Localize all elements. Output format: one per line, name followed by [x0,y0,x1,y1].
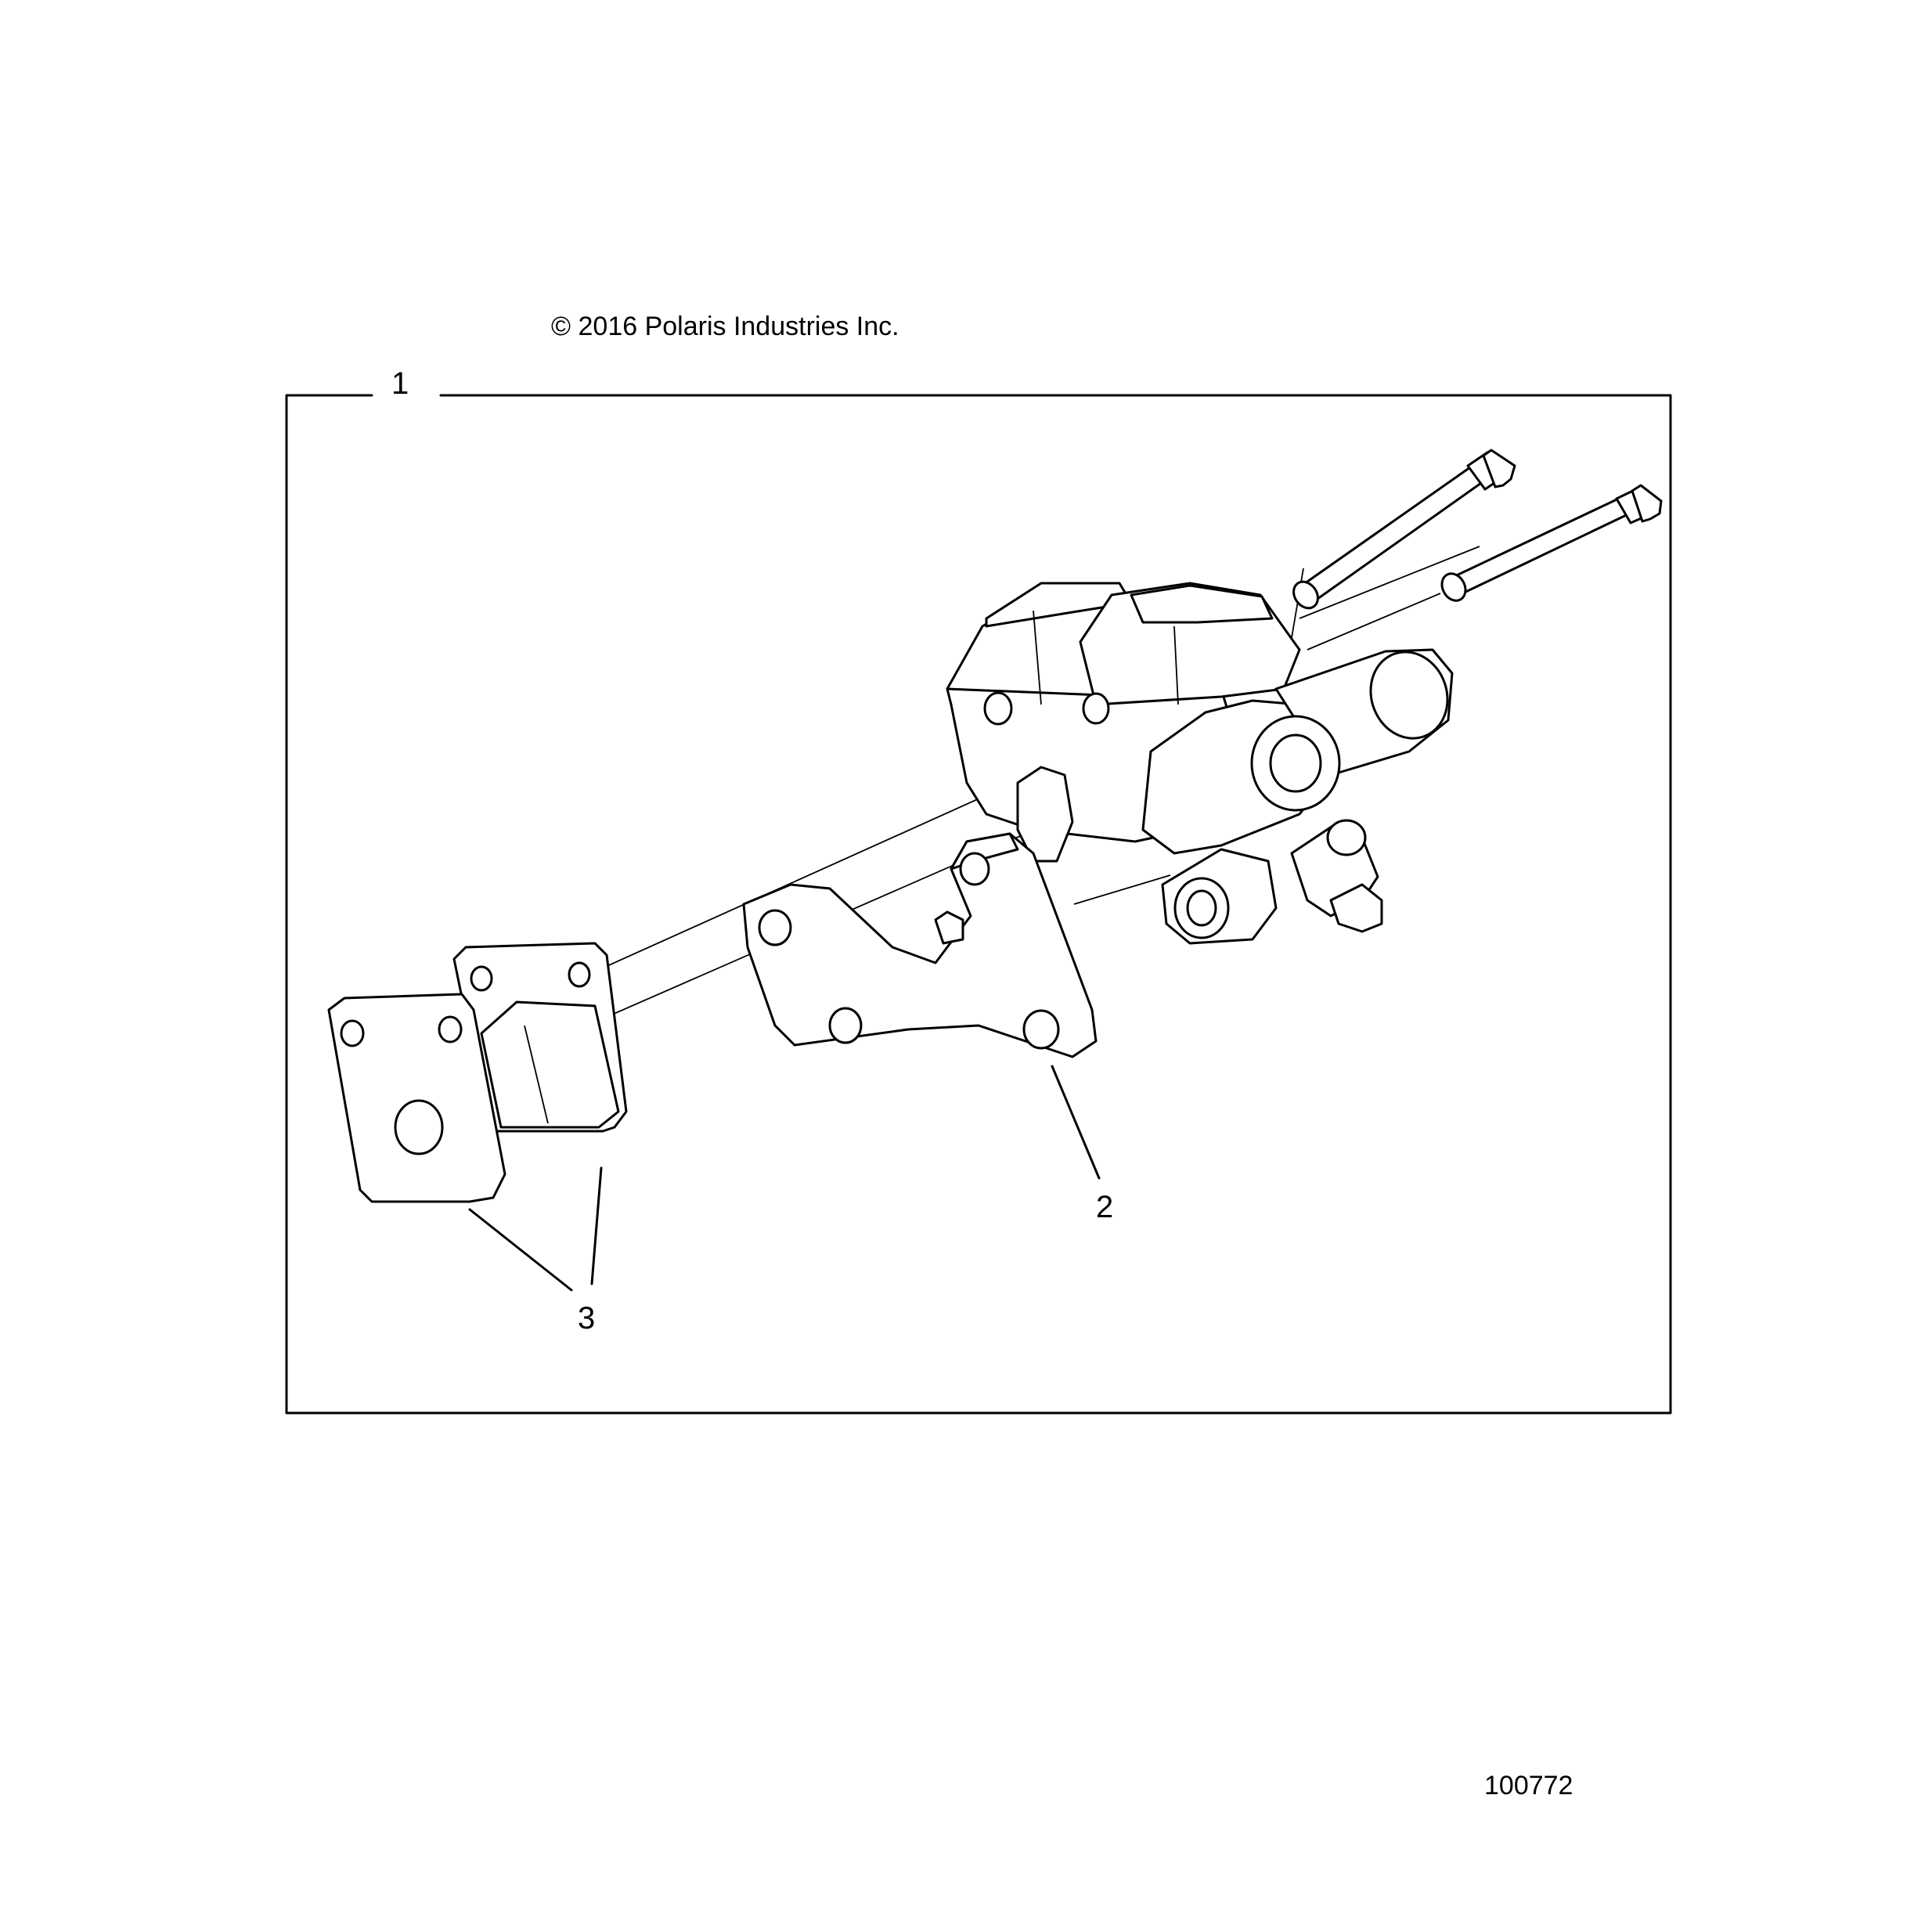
callout-assembly: 1 [391,366,409,401]
caliper-body [946,582,1454,945]
callout-bracket: 2 [1096,1190,1114,1224]
brake-pad-inner [452,942,628,1133]
callout-brake-pads: 3 [578,1301,596,1335]
brake-pad-outer [327,993,506,1203]
leader-line-pad-outer [468,1208,573,1292]
leader-line-pad-inner [590,1166,603,1285]
figure-id: 100772 [1484,1771,1573,1800]
caliper-pin-left [1292,449,1516,610]
mounting-bracket [742,832,1098,1058]
copyright-text: © 2016 Polaris Industries Inc. [551,312,899,341]
assembly-frame [285,394,1672,1415]
caliper-pin-right [1440,484,1663,602]
leader-line-bracket [1051,1065,1101,1180]
